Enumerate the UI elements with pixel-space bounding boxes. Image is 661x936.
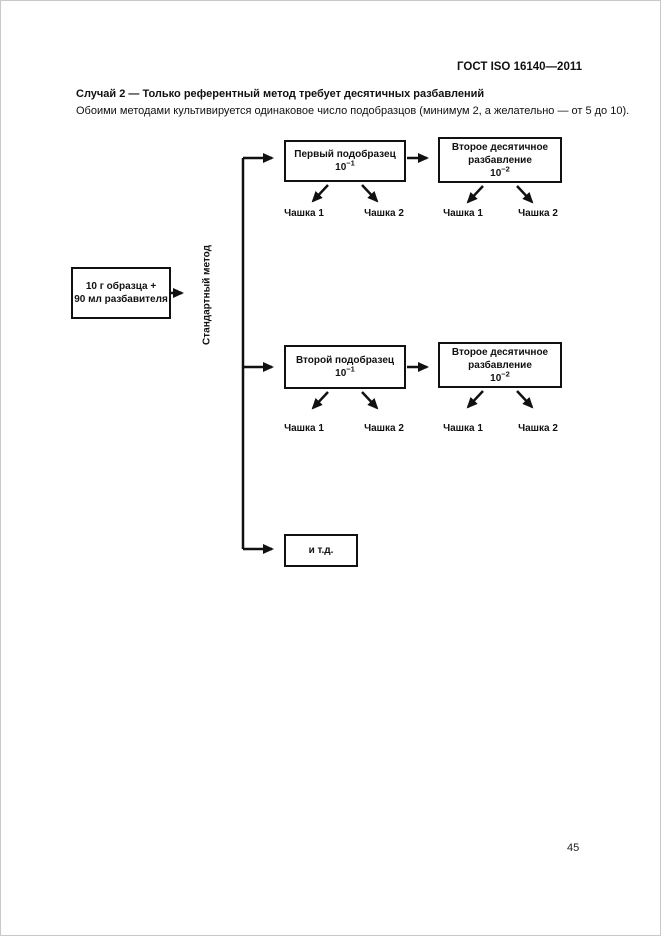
first-subsample-title: Первый подобразец	[294, 149, 396, 160]
plate-arrow	[361, 184, 379, 203]
standard-method-label: Стандартный метод	[201, 245, 213, 345]
case-title: Случай 2 — Только референтный метод треб…	[76, 88, 485, 100]
plate-label: Чашка 1	[443, 423, 483, 434]
dilution-line2: разбавление	[468, 154, 532, 166]
dilution-line1: Второе десятичное	[451, 141, 549, 153]
flowchart: 10 г образца + 90 мл разбавителя Стандар…	[1, 1, 660, 621]
dilution-value: 10−2	[490, 369, 510, 384]
etc-box: и т.д.	[284, 534, 358, 567]
case-subtitle: Обоими методами культивируется одинаково…	[76, 105, 630, 117]
source-sample-line2: 90 мл разбавителя	[74, 294, 168, 305]
source-sample-line1: 10 г образца +	[85, 281, 157, 292]
plate-label: Чашка 1	[284, 423, 324, 434]
document-header: ГОСТ ISO 16140—2011	[457, 61, 582, 73]
second-dilution-box-middle: Второе десятичное разбавление 10−2	[438, 342, 562, 388]
second-dilution-box-top: Второе десятичное разбавление 10−2	[438, 137, 562, 183]
etc-label: и т.д.	[308, 545, 334, 556]
source-sample-box: 10 г образца + 90 мл разбавителя	[71, 267, 171, 319]
plate-label: Чашка 2	[518, 423, 558, 434]
plate-arrow	[311, 184, 329, 203]
plate-arrow	[466, 185, 484, 204]
dilution-value: 10−2	[490, 164, 510, 179]
plate-label: Чашка 1	[284, 208, 324, 219]
plate-label: Чашка 2	[364, 208, 404, 219]
page-number: 45	[567, 842, 580, 854]
second-subsample-title: Второй подобразец	[295, 355, 395, 366]
plate-arrow	[361, 391, 379, 410]
flowchart-connectors	[171, 153, 534, 554]
plate-arrow	[516, 185, 534, 204]
plate-arrow	[516, 390, 534, 409]
first-subsample-dilution: 10−1	[335, 158, 355, 173]
second-subsample-dilution: 10−1	[335, 364, 355, 379]
plate-arrow	[311, 391, 329, 410]
dilution-line2: разбавление	[468, 359, 532, 371]
dilution-line1: Второе десятичное	[451, 346, 549, 358]
second-subsample-box: Второй подобразец 10−1	[284, 345, 406, 389]
plate-arrow	[466, 390, 484, 409]
plate-label: Чашка 1	[443, 208, 483, 219]
plate-label: Чашка 2	[518, 208, 558, 219]
first-subsample-box: Первый подобразец 10−1	[284, 140, 406, 182]
plate-label: Чашка 2	[364, 423, 404, 434]
